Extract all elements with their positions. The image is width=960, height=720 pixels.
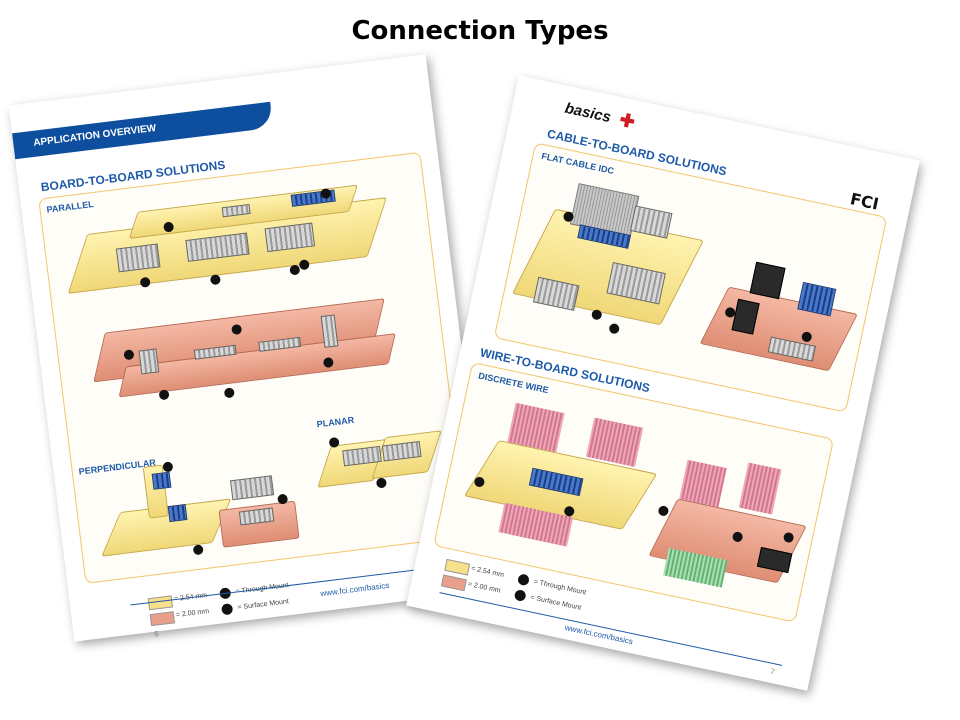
surface-mount-icon (375, 477, 388, 489)
connector (138, 348, 160, 375)
legend-label-2-00mm: = 2.00 mm (175, 607, 210, 619)
through-mount-icon (517, 573, 531, 587)
board-to-board-panel: PARALLEL PERPENDICULAR PLANAR (38, 151, 468, 584)
through-mount-icon (139, 276, 151, 288)
application-overview-banner: APPLICATION OVERVIEW (12, 101, 274, 160)
page-number: 7 (769, 666, 776, 677)
discrete-wire-heading: DISCRETE WIRE (477, 370, 550, 396)
slide-title: Connection Types (351, 16, 609, 46)
connector-dark (749, 261, 786, 300)
surface-mount-icon (221, 603, 234, 616)
perpendicular-board-pink (218, 500, 300, 548)
through-mount-label: = Through Mount (533, 578, 587, 597)
legend-swatch-2-00mm (149, 611, 175, 627)
wire-to-board-panel: DISCRETE WIRE (433, 361, 835, 623)
connector-blue (167, 504, 188, 523)
surface-mount-label: = Surface Mount (237, 598, 290, 612)
surface-mount-icon (223, 387, 235, 399)
connector (115, 243, 161, 273)
through-mount-icon (162, 461, 174, 473)
page-number: 6 (153, 629, 160, 639)
legend-label-2-54mm: = 2.54 mm (470, 565, 505, 580)
surface-mount-icon (209, 274, 221, 286)
surface-mount-icon (298, 259, 310, 271)
surface-mount-label: = Surface Mount (529, 594, 582, 612)
connector-blue (151, 471, 172, 490)
legend-swatch-2-54mm (444, 558, 471, 576)
basics-plus-icon: ✚ (617, 109, 637, 133)
legend-swatch-2-00mm (440, 574, 467, 592)
surface-mount-icon (608, 322, 621, 335)
connector (229, 475, 275, 501)
planar-heading: PLANAR (316, 414, 355, 430)
surface-mount-icon (158, 389, 170, 401)
footer-url: www.fci.com/basics (319, 580, 390, 599)
surface-mount-icon (192, 544, 204, 556)
brochure-page-right: basics ✚ CABLE-TO-BOARD SOLUTIONS FCI FL… (406, 75, 920, 691)
wire-bundle-pink (738, 462, 782, 515)
legend-label-2-00mm: = 2.00 mm (467, 580, 502, 595)
wire-bundle-pink (679, 459, 727, 508)
surface-mount-icon (513, 588, 527, 602)
parallel-heading: PARALLEL (46, 199, 95, 215)
flat-cable-idc-heading: FLAT CABLE IDC (540, 150, 615, 177)
basics-logo: basics (563, 99, 613, 127)
surface-mount-icon (657, 504, 670, 517)
